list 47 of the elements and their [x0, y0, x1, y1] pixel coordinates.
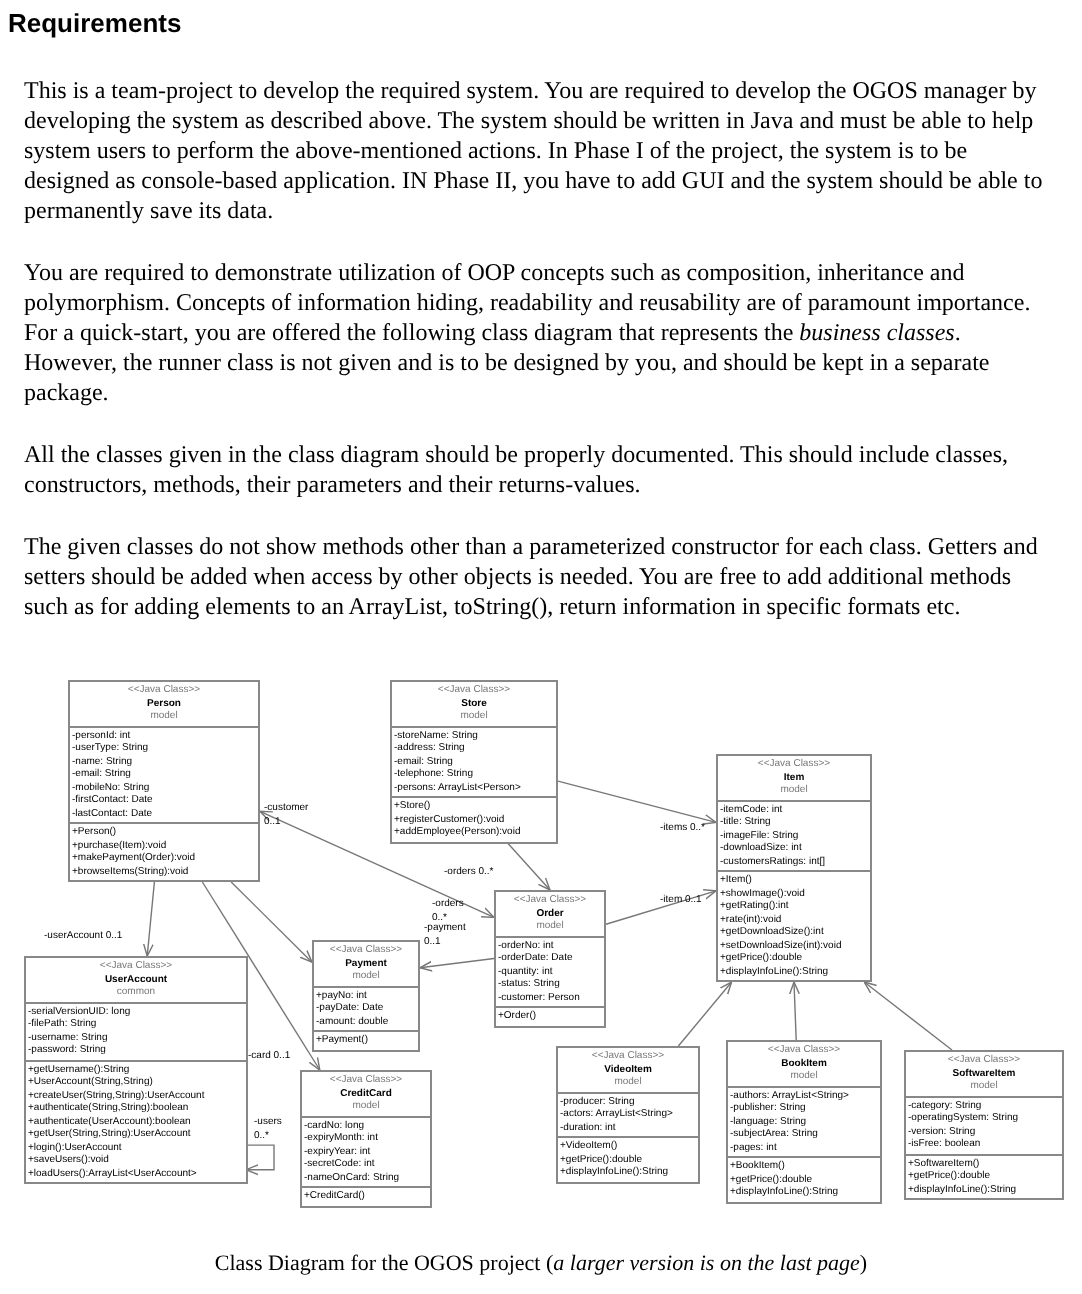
class-compartment — [718, 799, 870, 870]
class-compartment — [558, 1136, 698, 1181]
association-line — [230, 881, 313, 963]
class-compartment — [906, 1153, 1062, 1198]
class-compartment — [302, 1186, 430, 1205]
class-compartment — [26, 1059, 246, 1182]
association-line — [557, 780, 717, 825]
paragraph: All the classes given in the class diagram should be properly documented. This should include classes, constructors, methods, their parameters and their returns-values. — [24, 440, 1011, 500]
association-line — [506, 842, 551, 891]
class-compartment — [392, 725, 556, 796]
class-box — [312, 940, 420, 1051]
association-line — [677, 981, 733, 1047]
association-line — [605, 889, 717, 925]
association-line — [142, 881, 156, 957]
paragraph: You are required to demonstrate utilization of OOP concepts such as composition, inheritance and polymorphism. Concepts of information hiding, readability and reusability are of paramount importance. For a quick-start, you are offered the following class diagram that represents the business classes. However, the runner class is not given and is to be designed by you, and should be kept in a separate package. — [24, 258, 1033, 408]
class-box — [716, 754, 872, 982]
class-box — [24, 956, 248, 1184]
paragraph: The given classes do not show methods other than a parameterized constructor for each class. Getters and setters should be added when access by other objects is needed. You are free to add additional methods such as for adding elements to an ArrayList, toString(), return information in specific formats etc. — [24, 532, 1040, 622]
class-box — [726, 1040, 882, 1203]
class-compartment — [392, 796, 556, 841]
class-box — [904, 1050, 1064, 1200]
association-line — [788, 981, 800, 1041]
association-line — [259, 810, 495, 919]
class-box — [300, 1070, 432, 1207]
class-compartment — [728, 1085, 880, 1156]
class-box — [390, 680, 558, 843]
page-title: Requirements — [8, 6, 182, 42]
class-compartment — [496, 935, 604, 1006]
association-line — [863, 981, 953, 1051]
class-compartment — [718, 870, 870, 980]
class-compartment — [314, 985, 418, 1030]
class-compartment — [314, 1030, 418, 1049]
association-line — [201, 881, 321, 1071]
paragraph: This is a team-project to develop the required system. You are required to develop the OGOS manager by developing the system as described above. The system should be written in Java and must be able to help system users to perform the above-mentioned actions. In Phase I of the project, the system is to be designed as console-based application. IN Phase II, you have to add GUI and the system should be able to permanently save its data. — [24, 76, 1045, 226]
class-compartment — [70, 822, 258, 880]
class-compartment — [70, 725, 258, 822]
class-compartment — [302, 1115, 430, 1186]
class-box — [68, 680, 260, 882]
association-line — [245, 1144, 275, 1176]
class-compartment — [558, 1091, 698, 1136]
class-compartment — [26, 1001, 246, 1059]
association-line — [419, 957, 495, 972]
class-compartment — [496, 1006, 604, 1025]
class-box — [494, 890, 606, 1027]
caption: Class Diagram for the OGOS project (a larger version is on the last page) — [212, 1250, 870, 1280]
class-box — [556, 1046, 700, 1183]
class-compartment — [728, 1156, 880, 1201]
